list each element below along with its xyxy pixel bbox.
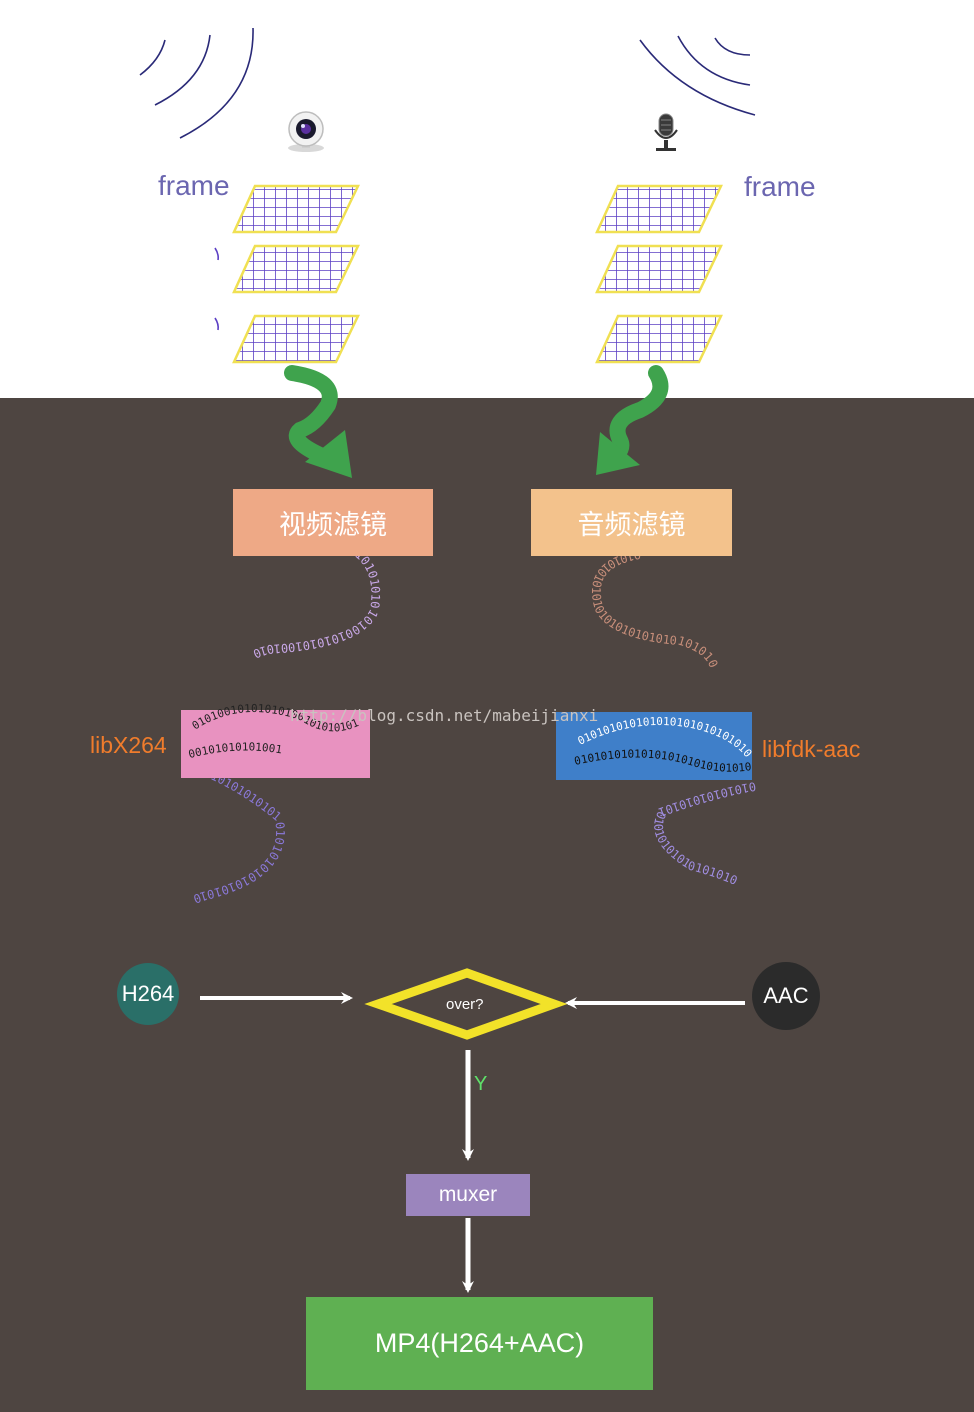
svg-text:010101010101010101010101010101: 0101010101010101010101010101010 — [589, 547, 721, 670]
binary-stream-audio-top: 0101010101010101010101010101010 — [589, 547, 721, 670]
output-box: MP4(H264+AAC) — [306, 1297, 653, 1390]
h264-label: H264 — [121, 981, 175, 1006]
video-filter-box: 视频滤镜 — [233, 489, 433, 556]
x264-encoder-box — [181, 710, 370, 778]
svg-text:0101010101010101010101010101: 0101010101010101010101010101 — [0, 0, 752, 775]
audio-filter-label: 音频滤镜 — [577, 510, 686, 540]
decision-diamond — [364, 968, 568, 1040]
muxer-label: muxer — [438, 1183, 498, 1206]
binary-text: 0101010101010101010101010101010 — [651, 779, 757, 888]
aac-label: AAC — [763, 983, 809, 1008]
binary-text: 0101010101010101010101010101010 — [589, 547, 721, 670]
signal-wave-left-icon — [139, 27, 254, 139]
video-filter-label: 视频滤镜 — [279, 510, 387, 540]
binary-stream-video-bottom: 0101010101010101010101010101010 — [189, 760, 287, 906]
binary-text: 0101010101010101010101010101 — [0, 0, 752, 775]
binary-stream-aac-2: 0101010101010101010101010101 — [0, 0, 752, 775]
audio-frame-stack — [595, 184, 723, 364]
svg-text:010101010101010101010101010101: 0101010101010101010101010101010 — [189, 760, 287, 906]
video-frame-stack — [232, 184, 360, 364]
squiggle-arrow-left-icon — [284, 365, 352, 478]
output-label: MP4(H264+AAC) — [374, 1328, 585, 1358]
aac-stream-node: AAC — [752, 962, 820, 1030]
aac-encoder-box — [556, 712, 752, 780]
frame-label-audio: frame — [744, 171, 816, 202]
watermark: http://blog.csdn.net/mabeijianxi — [290, 706, 599, 725]
muxer-box: muxer — [406, 1174, 530, 1216]
frame-separator-marks — [214, 247, 219, 331]
audio-filter-box: 音频滤镜 — [531, 489, 732, 556]
processing-panel — [0, 398, 974, 1412]
squiggle-arrow-right-icon — [596, 365, 669, 475]
webcam-icon — [288, 111, 324, 152]
video-codec-label: libX264 — [90, 732, 167, 758]
yes-label: Y — [474, 1073, 488, 1095]
signal-wave-right-icon — [639, 35, 756, 116]
h264-stream-node: H264 — [117, 963, 179, 1025]
frame-label-video: frame — [158, 170, 230, 201]
binary-stream-audio-bottom: 0101010101010101010101010101010 — [651, 779, 757, 888]
svg-text:010101010101010101010101010101: 0101010101010101010101010101010 — [651, 779, 757, 888]
audio-codec-label: libfdk-aac — [762, 736, 861, 762]
binary-text: 0101010101010101010101010101010 — [189, 760, 287, 906]
decision-label: over? — [446, 996, 484, 1013]
microphone-icon — [654, 113, 678, 151]
